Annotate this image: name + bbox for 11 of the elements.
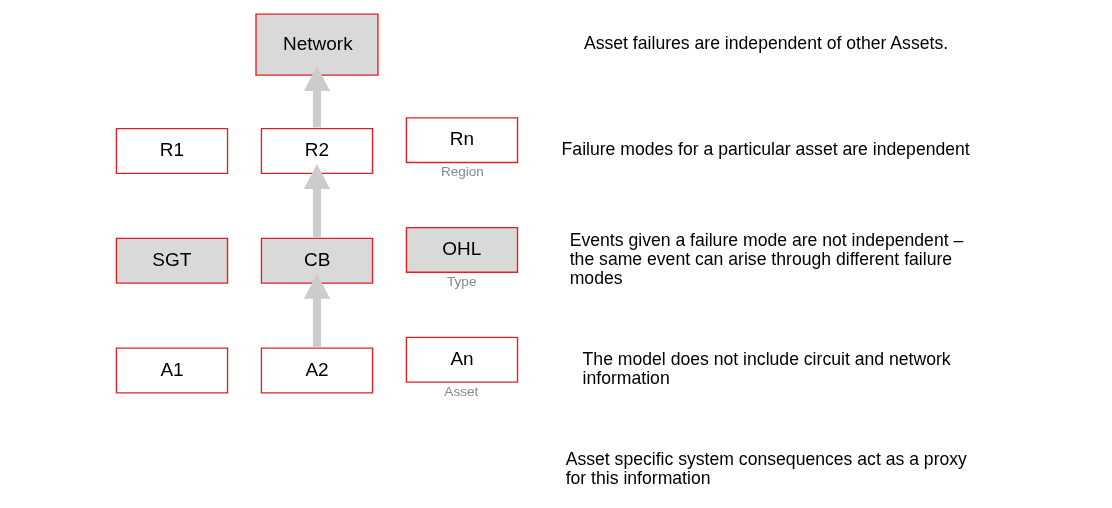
- label: Asset failures are independent of other Assets.: [583, 32, 948, 53]
- label: Asset specific system consequences act as a proxy for this information: [565, 449, 967, 489]
- node-label: Region: [440, 164, 484, 180]
- arrow: [303, 273, 330, 348]
- label: Failure modes for a particular asset are independent: [561, 138, 970, 159]
- arrow: [303, 164, 330, 238]
- node-label: Asset: [443, 383, 478, 399]
- label: The model does not include circuit and network information: [582, 348, 951, 388]
- node-label: Type: [446, 273, 476, 289]
- arrow: [303, 65, 330, 128]
- label: Events given a failure mode are not independent – the same event can arise through different failure modes: [569, 229, 963, 288]
